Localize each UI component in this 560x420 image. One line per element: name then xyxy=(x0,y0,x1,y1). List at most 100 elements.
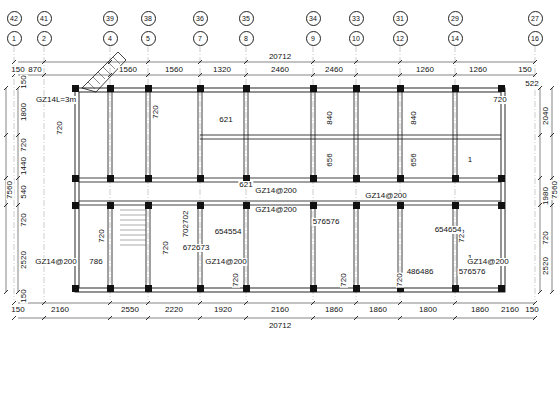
dimension-text: 522 xyxy=(524,80,539,88)
structural-column xyxy=(498,85,505,92)
stair-hatch xyxy=(113,57,120,64)
axis-line xyxy=(400,46,401,300)
axis-number: 9 xyxy=(311,35,315,42)
structural-column xyxy=(397,85,404,92)
interior-wall xyxy=(244,92,245,178)
structural-column xyxy=(145,85,152,92)
dimension-tick xyxy=(453,73,457,77)
structural-column xyxy=(145,285,152,292)
structural-column xyxy=(72,85,79,92)
dimension-text: 2160 xyxy=(50,306,70,314)
stair-tread xyxy=(120,240,146,241)
structural-column xyxy=(498,175,505,182)
dimension-text: 1260 xyxy=(468,66,488,74)
dimension-tick xyxy=(550,86,554,90)
dimension-text: 720 xyxy=(340,272,348,287)
dimension-tick xyxy=(311,301,315,305)
structural-column xyxy=(72,285,79,292)
dimension-tick xyxy=(146,73,150,77)
outer-wall xyxy=(75,88,505,292)
axis-number: 34 xyxy=(309,15,317,22)
axis-line xyxy=(455,46,456,300)
axis-bubble: 31 xyxy=(393,11,408,26)
dimension-tick xyxy=(4,290,8,294)
interior-wall xyxy=(150,92,151,178)
axis-number: 35 xyxy=(242,15,250,22)
stair-tread xyxy=(120,225,146,226)
dimension-tick xyxy=(538,176,542,180)
stair-tread xyxy=(120,210,146,211)
dimension-text: 540 xyxy=(20,184,28,199)
interior-wall xyxy=(198,92,199,178)
dimension-tick xyxy=(198,60,202,64)
interior-wall xyxy=(108,205,109,288)
dimension-text: 1800 xyxy=(418,306,438,314)
stair-hatch xyxy=(88,82,95,89)
dimension-text: 656 xyxy=(410,152,418,167)
axis-bubble: 9 xyxy=(306,31,321,46)
axis-bubble: 1 xyxy=(7,31,22,46)
axis-bubble: 16 xyxy=(528,31,543,46)
structural-column xyxy=(107,175,114,182)
stair-hatch xyxy=(118,52,125,59)
structural-column xyxy=(353,202,360,209)
dimension-text: 1440 xyxy=(20,156,28,176)
interior-wall xyxy=(453,92,454,178)
dimension-text: 720 xyxy=(232,272,240,287)
dimension-text: 1860 xyxy=(368,306,388,314)
dimension-tick xyxy=(354,73,358,77)
dimension-text: GZ14@200 xyxy=(254,187,297,195)
axis-bubble: 10 xyxy=(349,31,364,46)
dimension-text: 150 xyxy=(10,66,25,74)
structural-column xyxy=(197,202,204,209)
dimension-text: 621 xyxy=(218,116,233,124)
interior-wall xyxy=(354,205,355,288)
dimension-text: 2520 xyxy=(20,250,28,270)
dimension-text: 720 xyxy=(542,230,550,245)
axis-bubble: 33 xyxy=(349,11,364,26)
axis-line xyxy=(110,46,111,300)
axis-number: 31 xyxy=(396,15,404,22)
axis-number: 10 xyxy=(352,35,360,42)
interior-wall xyxy=(354,92,355,178)
structural-column xyxy=(107,85,114,92)
dimension-tick xyxy=(198,316,202,320)
dimension-text: GZ14@200 xyxy=(466,258,509,266)
structural-column xyxy=(310,202,317,209)
dimension-text: 840 xyxy=(326,110,334,125)
axis-bubble: 14 xyxy=(448,31,463,46)
axis-line xyxy=(313,46,314,300)
dimension-tick xyxy=(354,60,358,64)
axis-number: 27 xyxy=(531,15,539,22)
interior-wall xyxy=(244,205,245,288)
interior-wall xyxy=(79,178,501,179)
dimension-text: 1260 xyxy=(415,66,435,74)
structural-column xyxy=(310,285,317,292)
axis-number: 2 xyxy=(42,35,46,42)
dimension-tick xyxy=(12,60,16,64)
axis-bubble: 8 xyxy=(239,31,254,46)
stair-tread xyxy=(120,245,146,246)
axis-bubble: 7 xyxy=(193,31,208,46)
structural-column xyxy=(72,175,79,182)
dimension-text: 656 xyxy=(326,152,334,167)
dimension-text: 672673 xyxy=(182,244,211,252)
axis-bubble: 5 xyxy=(141,31,156,46)
dimension-text: 576576 xyxy=(458,268,487,276)
structural-column xyxy=(397,202,404,209)
interior-wall xyxy=(150,205,151,288)
dimension-tick xyxy=(42,301,46,305)
dimension-tick xyxy=(108,301,112,305)
axis-number: 14 xyxy=(451,35,459,42)
structural-column xyxy=(145,175,152,182)
axis-number: 41 xyxy=(40,15,48,22)
dimension-text: 654654 xyxy=(434,226,463,234)
axis-line xyxy=(148,46,149,300)
dimension-text: 150 xyxy=(10,306,25,314)
dimension-tick xyxy=(12,316,16,320)
dimension-tick xyxy=(4,86,8,90)
structural-column xyxy=(243,85,250,92)
axis-number: 7 xyxy=(198,35,202,42)
interior-wall xyxy=(453,205,454,288)
stair-hatch xyxy=(93,77,100,84)
